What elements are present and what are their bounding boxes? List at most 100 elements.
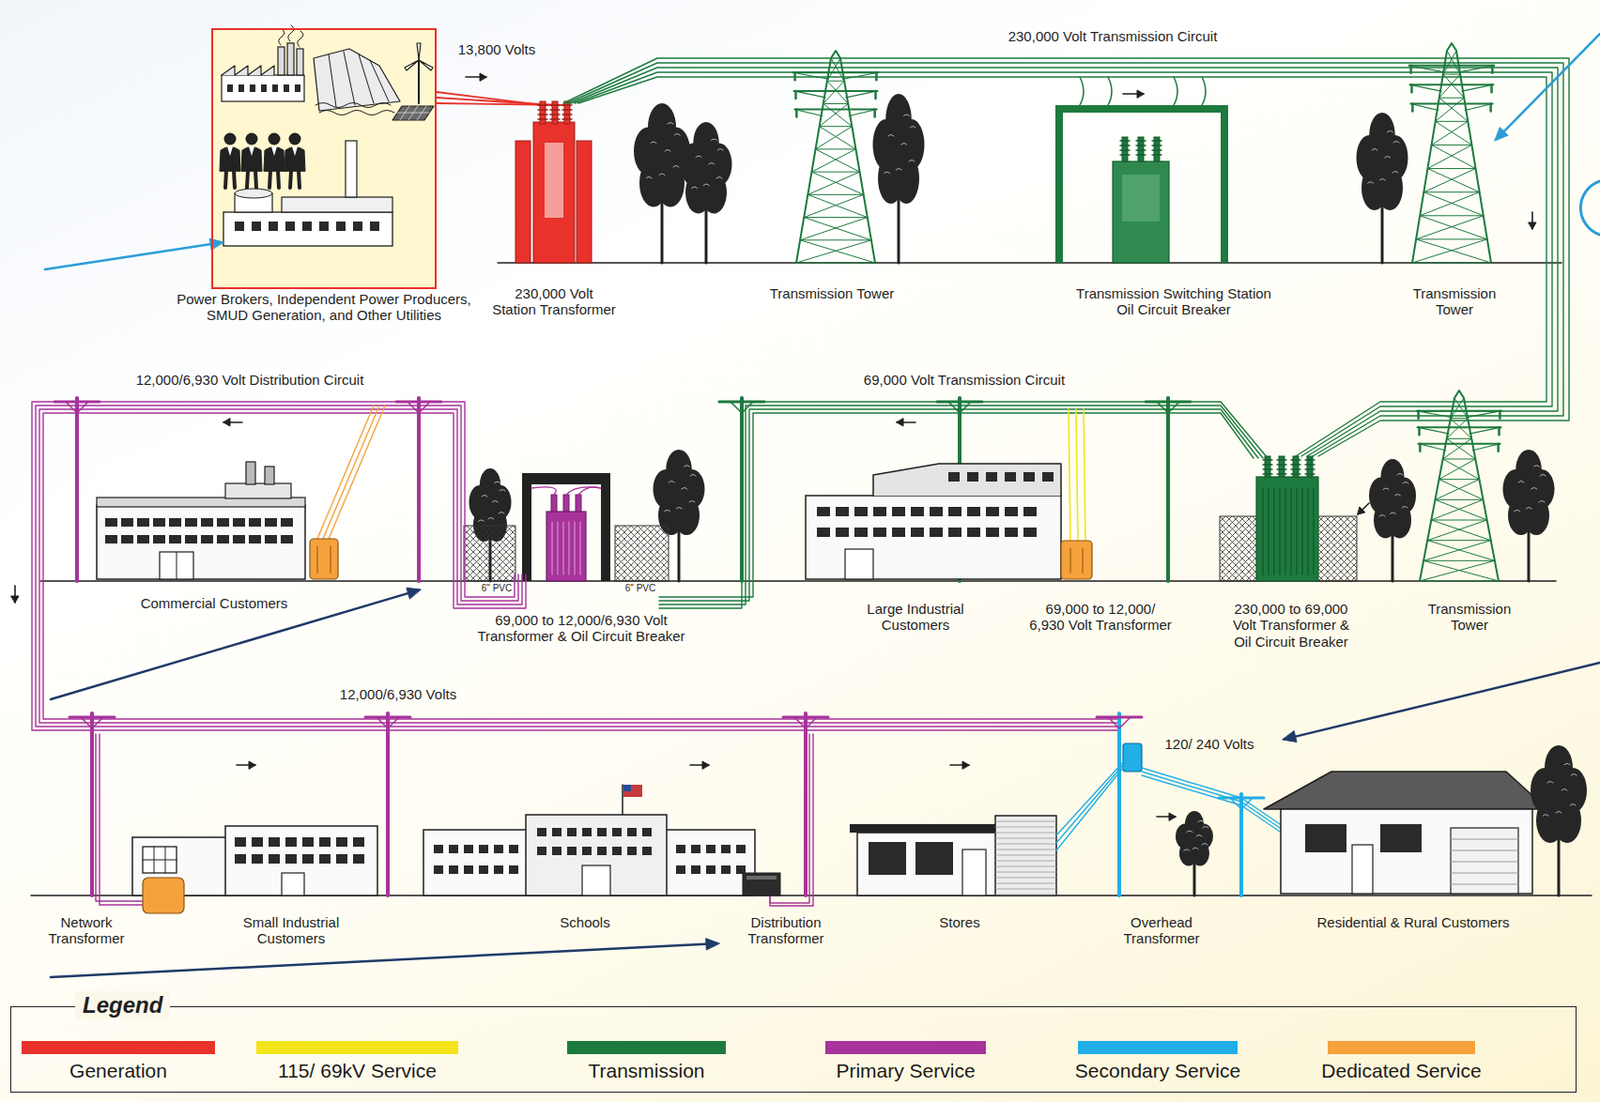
station-post [1220, 110, 1229, 263]
legend-text: 115/ 69kV Service [235, 1060, 480, 1083]
crossarm-brace [1107, 717, 1131, 729]
tree-texture [1401, 507, 1408, 509]
tree-texture [492, 501, 498, 504]
legend-swatch [256, 1041, 459, 1055]
customer-label: Residential & Rural Customers [1272, 914, 1554, 931]
window [272, 84, 278, 93]
tower-brace [1423, 540, 1492, 562]
tree [1175, 811, 1214, 896]
chimney [264, 466, 275, 485]
flow-arrow-shaft [1357, 503, 1370, 515]
bushing [551, 494, 557, 512]
tree-texture [690, 475, 696, 477]
breaker-panel [1122, 174, 1160, 222]
tower-brace [807, 171, 860, 195]
building-wall [96, 505, 306, 580]
tree-texture [1534, 465, 1540, 468]
crossarm-brace [65, 401, 89, 414]
window [268, 837, 280, 847]
wire [1141, 771, 1283, 831]
service-wires [1068, 409, 1086, 543]
frame-beam [522, 473, 611, 485]
person-shirt [227, 146, 233, 156]
bushing-skirt [1120, 139, 1130, 141]
tower-arm [1410, 104, 1438, 111]
tree-texture [646, 176, 652, 179]
brick-course [995, 894, 1057, 896]
window [985, 472, 998, 482]
flow-arrow [1528, 212, 1537, 230]
tree [1356, 112, 1409, 263]
window [200, 518, 214, 527]
primary-wires [31, 401, 1120, 731]
tree-texture [908, 160, 915, 163]
tower-brace [1439, 479, 1484, 501]
insulator [1411, 104, 1415, 112]
insulator [1498, 411, 1502, 419]
window [597, 846, 607, 856]
window [552, 828, 562, 837]
door [962, 849, 986, 896]
bushing-skirt [550, 113, 560, 116]
chimney [287, 43, 294, 76]
insulator [1497, 427, 1501, 435]
tower-brace [811, 149, 856, 172]
tower-brace [1443, 74, 1464, 98]
station-beam [1055, 105, 1229, 113]
grid-window [142, 846, 177, 874]
frame-post [522, 480, 532, 582]
tower-arm [1409, 84, 1442, 92]
flow-arrow [950, 761, 970, 770]
bushing-skirt [1120, 144, 1130, 146]
window [691, 865, 701, 875]
bushing-skirt [1136, 149, 1146, 151]
leader-arrow [1282, 662, 1600, 743]
smoke [297, 30, 304, 47]
station-transformer [515, 101, 592, 263]
tree-texture [1395, 494, 1401, 497]
radiator-line [1261, 488, 1264, 575]
radiator-line [579, 522, 581, 575]
tower-brace [1415, 215, 1484, 240]
utility-pole [69, 713, 115, 896]
tower-brace [1423, 560, 1495, 562]
equipment-label: Transmission Switching Station Oil Circu… [1069, 285, 1278, 319]
tower-brace [807, 194, 863, 196]
crossarm-brace [794, 717, 817, 729]
bushing-skirt [1120, 149, 1130, 151]
tower-brace [1415, 238, 1488, 240]
insulator [1489, 104, 1493, 112]
wire [1068, 409, 1071, 543]
tree-texture [676, 507, 682, 510]
flow-arrow [465, 73, 487, 81]
tower-brace [1446, 438, 1472, 440]
window [448, 845, 459, 854]
window [137, 535, 150, 544]
building-wall [805, 495, 1062, 580]
fence [1219, 516, 1262, 582]
crossarm [365, 716, 411, 720]
window [216, 518, 230, 527]
building-upper [873, 463, 1062, 496]
tree-texture [664, 150, 671, 153]
wire [323, 405, 380, 539]
pole-shaft [75, 398, 79, 582]
tree-texture [481, 495, 488, 498]
person-leg [255, 170, 257, 188]
tower-brace [803, 194, 863, 217]
insulator [1417, 427, 1421, 435]
circuit-label: 230,000 Volt Transmission Circuit [953, 28, 1273, 45]
tower-arm [1466, 411, 1503, 418]
tree-texture [1561, 789, 1568, 792]
tree-texture [1397, 473, 1403, 476]
flow-arrow-head [223, 418, 231, 427]
tower-arm [1472, 444, 1500, 451]
person [284, 133, 306, 189]
flow-arrow-head [702, 761, 709, 770]
chimney [296, 48, 304, 76]
brick-course [995, 821, 1057, 823]
window [336, 221, 346, 231]
window [1042, 472, 1054, 482]
brick-course [995, 866, 1057, 868]
house-wall [1280, 809, 1533, 894]
